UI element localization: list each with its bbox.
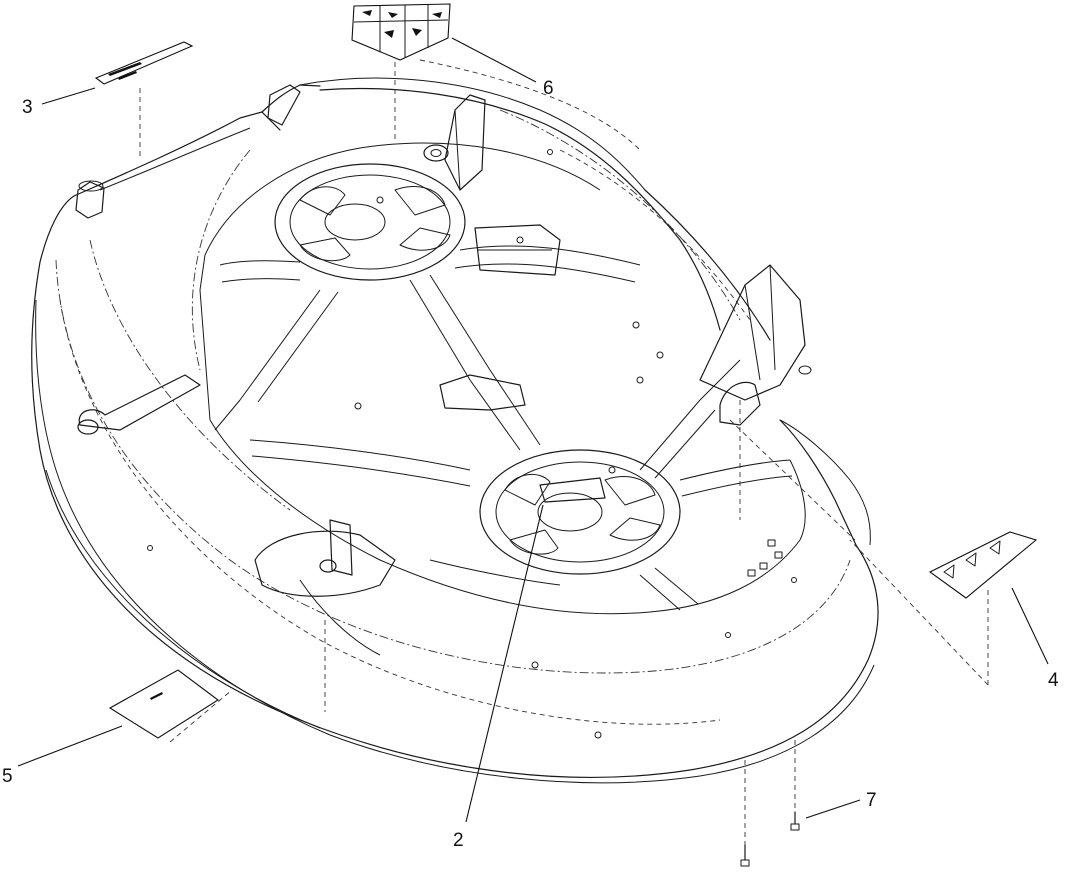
- callout-2: 2: [453, 830, 464, 851]
- callout-4: 4: [1048, 670, 1059, 691]
- callout-3: 3: [22, 97, 33, 118]
- decal-5: [108, 669, 233, 743]
- callout-7: 7: [866, 790, 877, 811]
- decal-3: [94, 41, 194, 160]
- deck-ribs: [214, 163, 793, 611]
- callout-6: 6: [543, 78, 554, 99]
- fasteners-7: [740, 740, 800, 867]
- projection-lines: [324, 59, 856, 712]
- decal-6: [351, 3, 451, 140]
- deck-brackets: [75, 84, 812, 739]
- deck-shell: [31, 77, 879, 784]
- callout-5: 5: [2, 766, 13, 787]
- callouts: 3 6 4 5 2 7: [2, 37, 1059, 851]
- decal-4: [849, 531, 1038, 686]
